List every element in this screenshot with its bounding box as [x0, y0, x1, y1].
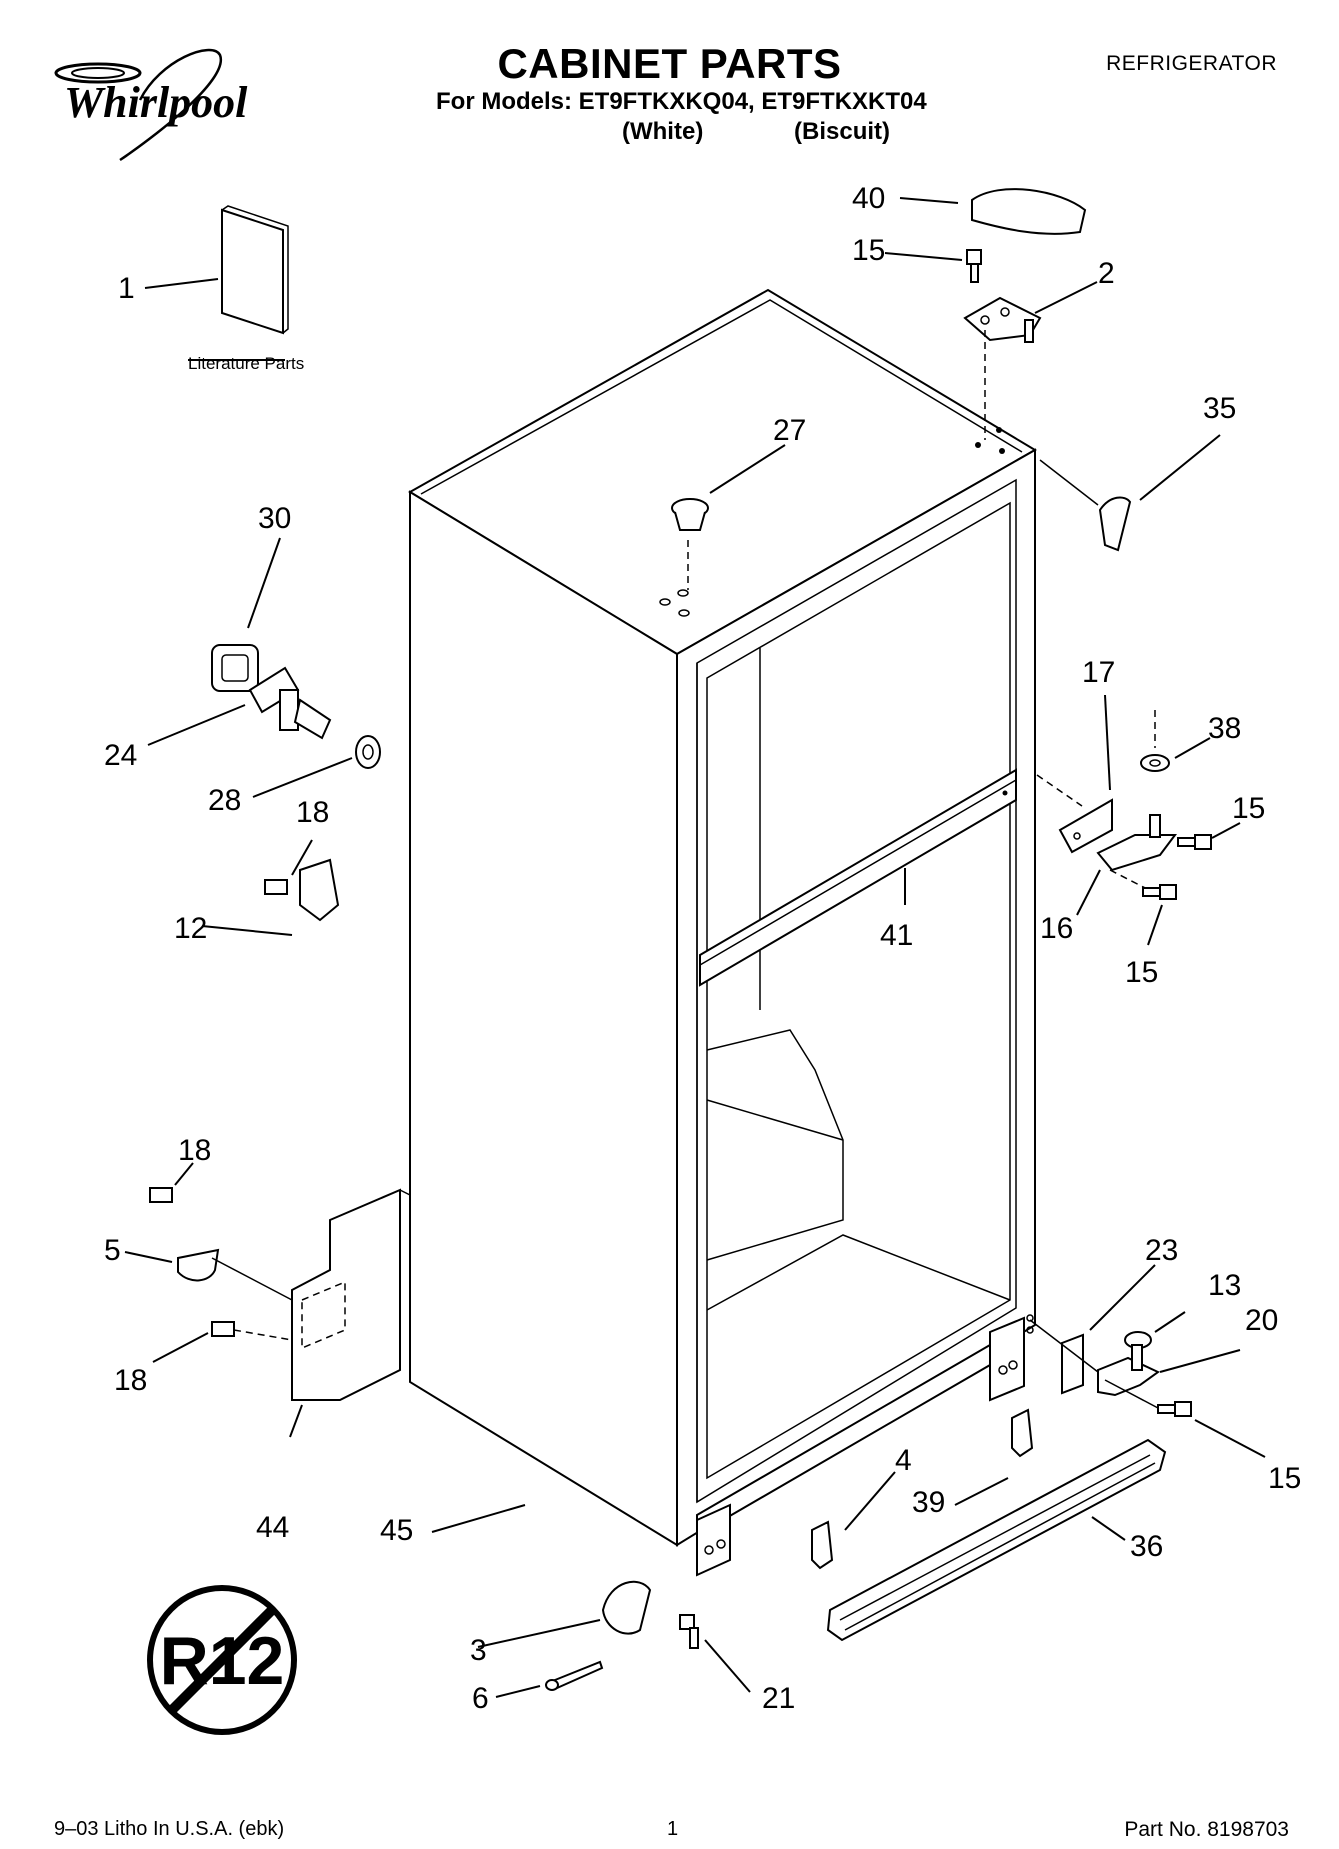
- callout-4: 4: [895, 1444, 912, 1477]
- callout-17: 17: [1082, 656, 1115, 689]
- callout-12: 12: [174, 912, 207, 945]
- svg-text:Whirlpool: Whirlpool: [64, 78, 248, 127]
- callout-18: 18: [296, 796, 329, 829]
- literature-book: [188, 205, 289, 361]
- whirlpool-logo: Whirlpool: [54, 48, 248, 162]
- base-grille: [826, 1438, 1167, 1642]
- leveling-leg-parts: [477, 1580, 751, 1698]
- callout-44: 44: [256, 1511, 289, 1544]
- print-info: 9–03 Litho In U.S.A. (ebk): [54, 1818, 285, 1840]
- callout-30: 30: [258, 502, 291, 535]
- variant-white-label: (White): [622, 118, 704, 145]
- callout-23: 23: [1145, 1234, 1178, 1267]
- appliance-category: REFRIGERATOR: [1106, 52, 1277, 75]
- callout-15: 15: [1125, 956, 1158, 989]
- top-plug-part: [671, 444, 786, 590]
- r12-prohibited-icon: R12: [147, 1585, 297, 1735]
- grille-clips: [811, 1408, 1034, 1570]
- callout-15: 15: [1232, 792, 1265, 825]
- top-hinge-part: [963, 281, 1098, 440]
- callout-28: 28: [208, 784, 241, 817]
- rear-access-panel: [289, 1188, 411, 1438]
- callout-21: 21: [762, 1682, 795, 1715]
- callout-18: 18: [114, 1364, 147, 1397]
- callout-16: 16: [1040, 912, 1073, 945]
- page-title: CABINET PARTS: [497, 40, 842, 87]
- top-hinge-screw: [884, 249, 982, 283]
- variant-biscuit-label: (Biscuit): [794, 118, 890, 145]
- center-hinge-washer: [1140, 710, 1211, 772]
- callout-6: 6: [472, 1682, 489, 1715]
- callout-1: 1: [118, 272, 135, 305]
- model-numbers: For Models: ET9FTKXKQ04, ET9FTKXKT04: [436, 88, 927, 115]
- callout-35: 35: [1203, 392, 1236, 425]
- callout-5: 5: [104, 1234, 121, 1267]
- callout-15: 15: [1268, 1462, 1301, 1495]
- washer-part: [252, 735, 381, 798]
- bushing-part: [211, 537, 281, 692]
- part-number: Part No. 8198703: [1124, 1818, 1289, 1841]
- center-hinge-screws: [1142, 822, 1241, 946]
- callout-18: 18: [178, 1134, 211, 1167]
- callout-24: 24: [104, 739, 137, 772]
- callout-40: 40: [852, 182, 885, 215]
- callout-45: 45: [380, 1514, 413, 1547]
- callout-2: 2: [1098, 257, 1115, 290]
- callout-39: 39: [912, 1486, 945, 1519]
- callout-38: 38: [1208, 712, 1241, 745]
- literature-parts-label: Literature Parts: [188, 354, 304, 373]
- page-number: 1: [667, 1818, 679, 1840]
- refrigerator-cabinet: [408, 288, 1037, 1577]
- callout-41: 41: [880, 919, 913, 952]
- callout-20: 20: [1245, 1304, 1278, 1337]
- door-stop-part: [201, 839, 340, 936]
- cord-clamp-part: [124, 1162, 293, 1363]
- hinge-cover-part: [899, 188, 1087, 235]
- callout-27: 27: [773, 414, 806, 447]
- center-hinge-bracket: [1036, 694, 1113, 854]
- callout-15: 15: [852, 234, 885, 267]
- callout-labels: 40 15 2 1 35 27 30 24 28 18 12 17 38 15 …: [104, 182, 1301, 1715]
- callout-13: 13: [1208, 1269, 1241, 1302]
- callout-3: 3: [470, 1634, 487, 1667]
- callout-36: 36: [1130, 1530, 1163, 1563]
- lower-hinge-assembly: [1029, 1264, 1266, 1458]
- hinge-pin-part: [147, 666, 332, 746]
- side-hinge-cover-part: [1039, 434, 1221, 552]
